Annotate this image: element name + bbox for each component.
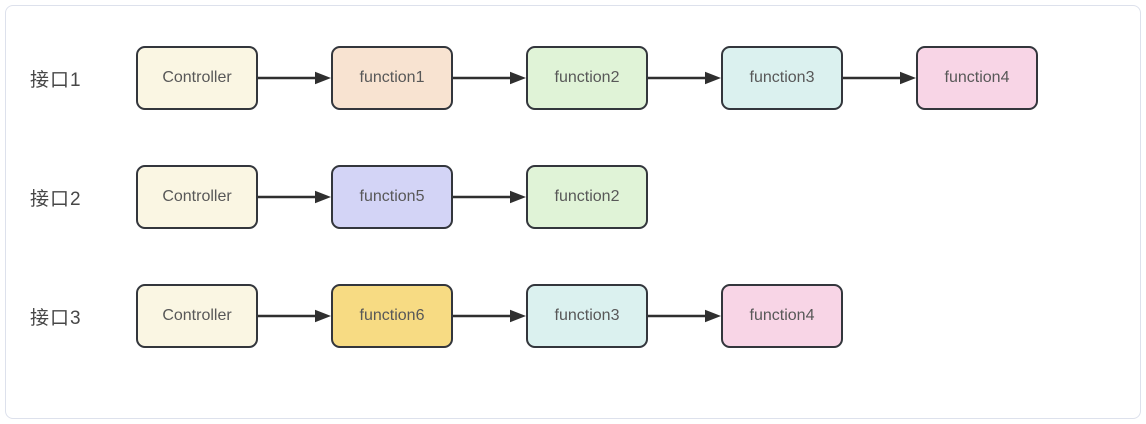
row-label-interface-2: 接口2 xyxy=(30,188,82,210)
arrow-right-icon xyxy=(453,71,526,85)
node-function3: function3 xyxy=(526,284,648,348)
arrow-connector xyxy=(453,189,526,205)
node-function1: function1 xyxy=(331,46,453,110)
flow-row-interface-2: 接口2 Controller function5 function2 xyxy=(30,165,648,229)
arrow-right-icon xyxy=(648,71,721,85)
row-label-interface-1: 接口1 xyxy=(30,69,82,91)
node-controller: Controller xyxy=(136,46,258,110)
arrow-connector xyxy=(843,70,916,86)
arrow-right-icon xyxy=(453,190,526,204)
arrow-connector xyxy=(453,308,526,324)
arrow-connector xyxy=(258,189,331,205)
arrow-right-icon xyxy=(258,190,331,204)
arrow-right-icon xyxy=(843,71,916,85)
node-controller: Controller xyxy=(136,284,258,348)
node-function6: function6 xyxy=(331,284,453,348)
arrow-connector xyxy=(648,308,721,324)
node-function4: function4 xyxy=(916,46,1038,110)
flow-row-interface-1: 接口1 Controller function1 function2 funct… xyxy=(30,46,1038,110)
node-function2: function2 xyxy=(526,46,648,110)
arrow-connector xyxy=(648,70,721,86)
arrow-right-icon xyxy=(258,71,331,85)
flow-row-interface-3: 接口3 Controller function6 function3 funct… xyxy=(30,284,843,348)
arrow-right-icon xyxy=(258,309,331,323)
node-function3: function3 xyxy=(721,46,843,110)
node-controller: Controller xyxy=(136,165,258,229)
node-function2: function2 xyxy=(526,165,648,229)
arrow-connector xyxy=(258,308,331,324)
node-function4: function4 xyxy=(721,284,843,348)
node-function5: function5 xyxy=(331,165,453,229)
arrow-right-icon xyxy=(648,309,721,323)
arrow-connector xyxy=(258,70,331,86)
row-label-interface-3: 接口3 xyxy=(30,307,82,329)
arrow-right-icon xyxy=(453,309,526,323)
arrow-connector xyxy=(453,70,526,86)
